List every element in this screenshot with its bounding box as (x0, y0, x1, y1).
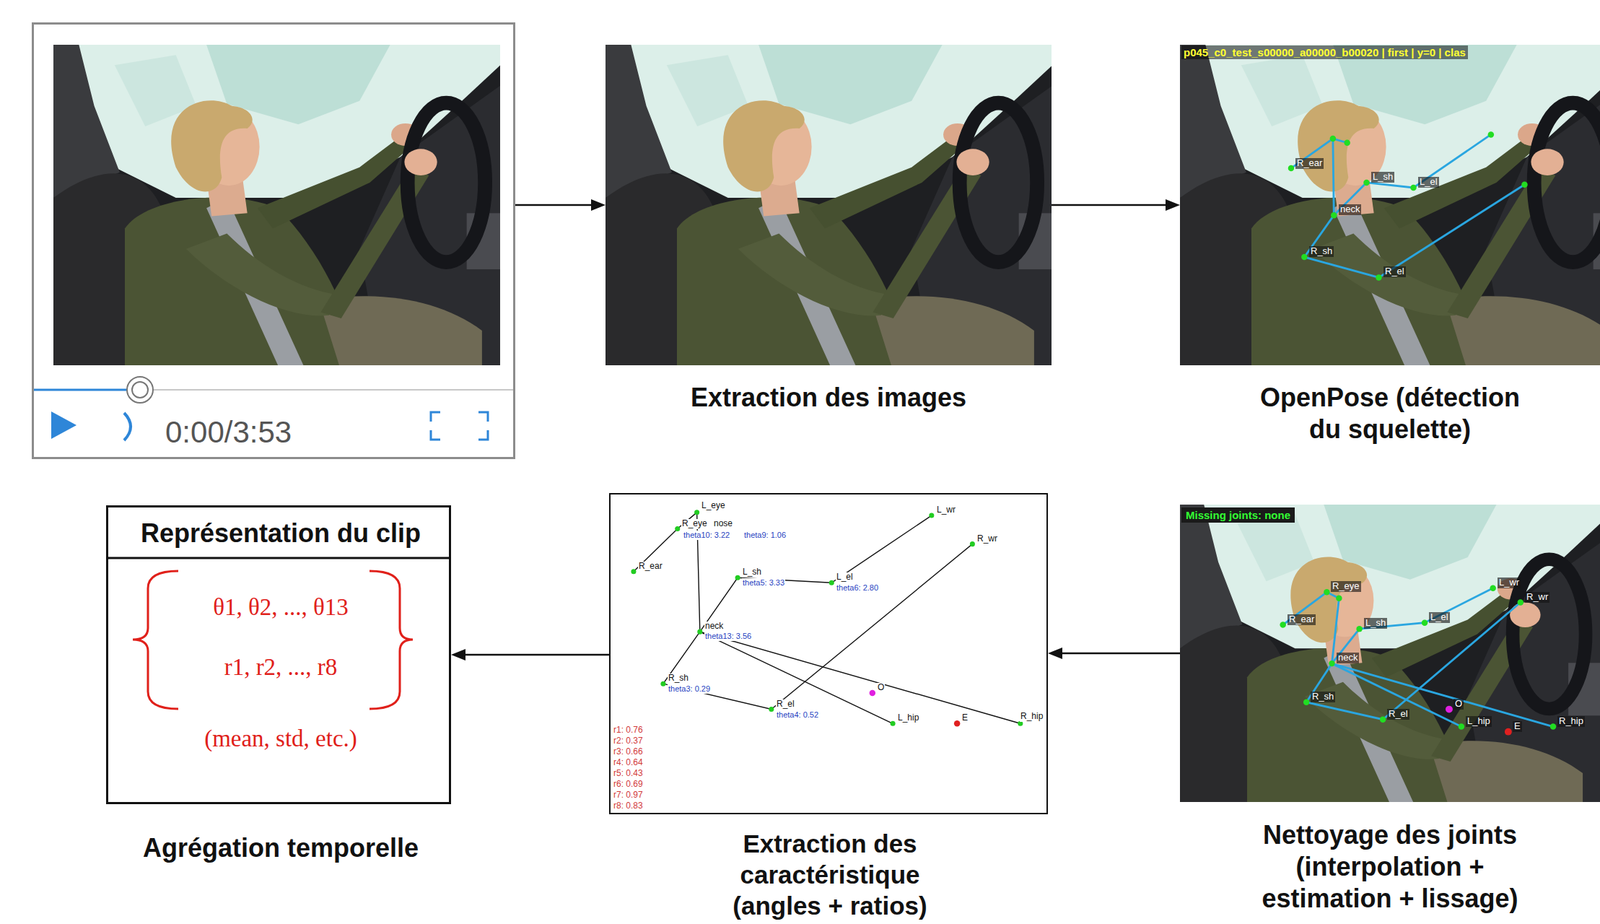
joint-name: R_sh (667, 673, 690, 684)
joint-name: L_hip (897, 713, 920, 724)
joint-name: R_eye (681, 518, 708, 530)
flow-arrow (515, 199, 606, 211)
joint-name: R_sh (1310, 691, 1336, 703)
connector-line (464, 653, 610, 657)
joint-name: R_el (1383, 266, 1406, 278)
video-controls (33, 44, 514, 441)
ratio-value: r1: 0.76 (612, 725, 644, 736)
caption: Nettoyage des joints (interpolation + es… (1245, 819, 1535, 915)
angle-value: theta13: 3.56 (704, 631, 753, 641)
joint-name: R_el (1387, 708, 1410, 720)
joint-name: R_hip (1019, 711, 1044, 722)
joint-name: E (961, 713, 969, 724)
feature-skeleton (630, 509, 1023, 727)
joint-name: L_sh (741, 567, 763, 578)
joint-name: R_el (775, 699, 796, 710)
frame-image (605, 44, 1053, 366)
joint-name: nose (713, 518, 734, 530)
angle-value: theta3: 0.29 (667, 684, 711, 694)
joint-name: R_ear (637, 561, 664, 572)
joint-name: O (876, 682, 885, 693)
connector-line (1060, 652, 1180, 655)
time-display: 0:00/3:53 (165, 417, 397, 448)
joint-name: L_wr (936, 505, 957, 516)
joint-name: neck (704, 621, 724, 632)
clip-box-decor (106, 557, 452, 709)
angle-value: theta4: 0.52 (775, 710, 820, 720)
arrowhead (1047, 647, 1063, 659)
connector-line (515, 204, 593, 207)
arrowhead (1165, 199, 1180, 211)
skeleton-overlay (1279, 584, 1556, 735)
joint-name: L_sh (1371, 171, 1395, 183)
angle-value: theta9: 1.06 (743, 530, 787, 540)
flow-arrow (1051, 199, 1180, 211)
ratio-value: r6: 0.69 (612, 779, 644, 790)
angle-value: theta5: 3.33 (741, 578, 786, 588)
image-frame: Extraction des images (605, 44, 1052, 366)
joint-name: R_wr (1524, 591, 1550, 603)
joint-name: L_eye (700, 500, 727, 511)
formula-text: (mean, std, etc.) (108, 723, 454, 753)
angle-value: theta6: 2.80 (835, 583, 880, 593)
box-heading: Représentation du clip (108, 517, 454, 550)
caption: Extraction des images (605, 381, 1052, 414)
pose-image (1179, 44, 1600, 366)
joint-name: R_sh (1309, 246, 1334, 257)
flow-arrow (451, 648, 610, 661)
ratio-value: r5: 0.43 (612, 768, 644, 779)
joint-name: R_ear (1287, 614, 1316, 625)
joint-name: E (1512, 720, 1523, 732)
ratio-value: r7: 0.97 (612, 790, 644, 801)
angle-value: theta10: 3.22 (682, 530, 731, 540)
joint-name: R_eye (1330, 580, 1362, 592)
caption: Extraction des caractéristique (angles +… (714, 827, 946, 921)
joint-name: neck (1338, 204, 1362, 216)
ratio-value: r8: 0.83 (612, 801, 644, 812)
joint-name: L_el (835, 572, 854, 583)
joint-name: L_el (1428, 611, 1450, 623)
connector-line (1051, 204, 1167, 207)
overlay-status-text: Missing joints: none (1181, 507, 1295, 523)
ratio-value: r3: 0.66 (612, 746, 644, 758)
ratio-value: r2: 0.37 (612, 736, 644, 747)
joint-name: L_wr (1497, 577, 1521, 589)
formula-text: θ1, θ2, ..., θ13 (108, 592, 454, 622)
joint-name: R_wr (976, 534, 999, 545)
arrowhead (451, 648, 466, 661)
joint-name: L_el (1418, 176, 1440, 188)
joint-name: neck (1336, 652, 1359, 664)
joint-name: R_ear (1295, 158, 1324, 169)
clip-representation-box: Représentation du clip θ1, θ2, ..., θ13 r1… (106, 505, 452, 804)
video-player: 0:00/3:53 (31, 22, 516, 459)
skeleton-overlay (1288, 131, 1528, 281)
ratio-value: r4: 0.64 (612, 757, 644, 768)
joint-name: L_sh (1364, 617, 1388, 629)
caption: Agrégation temporelle (108, 832, 454, 864)
joint-name: O (1453, 698, 1464, 710)
arrowhead (591, 199, 606, 211)
image-frame: Nettoyage des joints (interpolation + es… (1179, 504, 1600, 802)
cleaned-pose-image (1179, 504, 1600, 806)
formula-text: r1, r2, ..., r8 (108, 652, 454, 682)
overlay-status-text: p045_c0_test_s00000_a00000_b00020 | firs… (1181, 45, 1468, 60)
flow-arrow (1047, 647, 1180, 659)
caption: OpenPose (détection du squelette) (1245, 381, 1535, 446)
image-frame: OpenPose (détection du squelette) (1179, 44, 1600, 366)
joint-name: R_hip (1557, 715, 1585, 727)
joint-name: L_hip (1465, 715, 1492, 727)
